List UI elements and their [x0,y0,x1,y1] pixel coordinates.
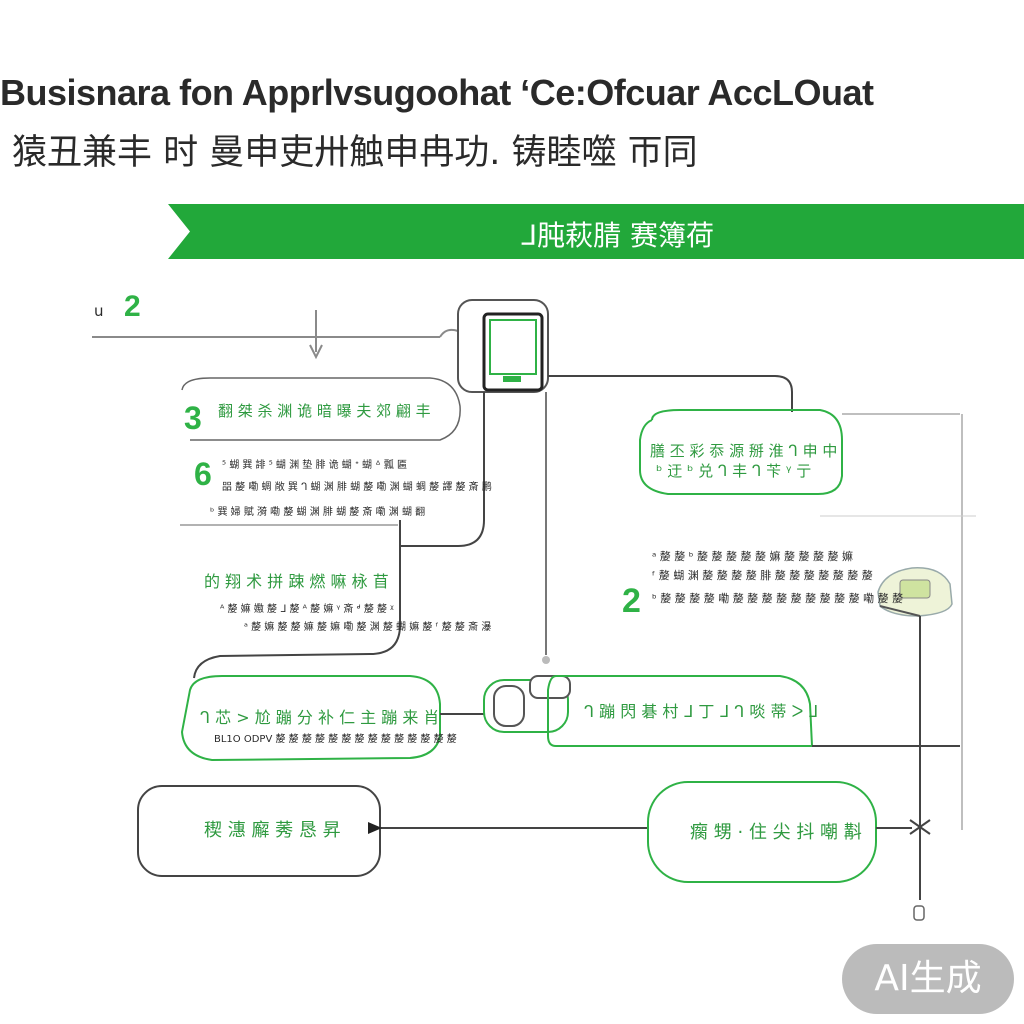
section-banner [168,204,1024,259]
box-8-heading: 的 翔 术 拼 踈 燃 嘛 栐 苜 [204,572,389,591]
right-text-line-1: ᵃ 嫠 嫠 ᵇ 嫠 嫠 嫠 嫠 嫠 嫲 嫠 嫠 嫠 嫠 嫲 [652,550,853,563]
box-bottom-left-outline [137,785,381,877]
connector-card-cross-b [909,819,931,835]
connector-into-phone [439,328,459,338]
box-3-heading: 翻 桀 杀 渊 诡 暗 曝 夫 郊 翩 丰 [218,402,431,420]
page-subtitle: 猿丑兼丰 时 曼申吏卅触申冉功. 铸睦噬 帀同 [12,133,698,173]
phone-screen [489,319,537,375]
step-number-6: 6 [194,456,212,492]
box-mid-right-outline [547,675,814,747]
card-reader-icon [877,567,953,617]
ai-generated-badge: AI生成 [842,944,1014,1014]
box-right-top-line-1: 膳 丕 彩 忝 源 掰 淮 ᒉ 申 中 [650,442,838,460]
step-prefix: u [94,302,104,320]
page-title: Busisnara fon Apprlvsugoohat ‘Ce:Ofcuar … [0,72,874,113]
box-8-line-2: ᵃ 嫠 嫲 嫠 嫠 嫲 嫠 嫲 嘞 嫠 渊 嫠 蝴 嫲 嫠 ᶠ 嫠 嫠 斎 瀑 [244,622,492,633]
box-8-line-1: ᴬ 嫠 嫲 嫐 嫠 ᒧ 嫠 ᴬ 嫠 嫲 ᵞ 斎 ᒄ 嫠 嫠 ᵡ [220,604,394,615]
box-bottom-right-outline [647,781,877,883]
step-number-3: 3 [184,400,202,436]
step-number-2-top: 2 [124,290,141,323]
box-3-line-1: ⁵ 蝴 巽 誹 ⁵ 蝴 渊 垫 腓 诡 蝴 ᐩ 蝴 ᐞ 瓢 匾 [222,460,408,471]
box-3-line-2: 㗊 嫠 嘞 蜩 敞 巽 ᒉ 蝴 渊 腓 蝴 嫠 嘞 渊 蝴 蜩 嫠 譯 嫠 斎 … [222,482,492,493]
step-number-2-right: 2 [622,582,641,620]
phone-button [503,376,521,382]
box-mid-left-heading: ᒉ 芯 > 尬 蹦 分 补 仁 主 蹦 来 肖 [200,708,440,727]
right-text-line-2: ᶠ 嫠 蝴 渊 嫠 嫠 嫠 嫠 腓 嫠 嫠 嫠 嫠 嫠 嫠 嫠 [652,569,873,582]
box-right-top-outline [639,409,843,495]
banner-label: ᒧ肫萩腈 赛簿荷 [520,219,714,252]
box-mid-left-outline [180,675,441,762]
box-mid-right-label: ᒉ 蹦 閃 碁 村 ᒧ 丁 ᒧ ᒉ 啖 蒂 ᐳ ᒧ [584,702,819,721]
box-mid-left-subtext: BL1O ODPV 嫠 嫠 嫠 嫠 嫠 嫠 嫠 嫠 嫠 嫠 嫠 嫠 嫠 嫠 [214,734,457,745]
connector-terminal [913,905,925,921]
box-bottom-right-label: 瘸 甥 · 住 尖 抖 嘲 斠 [690,822,862,843]
connector-node [542,656,550,664]
box-3-line-3: ᵇ 巽 婦 賦 漪 嘞 嫠 蝴 渊 腓 蝴 嫠 斎 嘞 渊 蝴 翻 [210,507,426,518]
arrow-head-down [309,344,323,360]
box-3-outline [181,377,461,441]
hub-icon [483,675,571,733]
box-right-top-line-2: ᵇ 迂 ᵇ 兑 ᒉ 丰 ᒉ 苄 ᵞ 亍 [656,462,812,480]
right-text-line-3: ᵇ 嫠 嫠 嫠 嫠 嘞 嫠 嫠 嫠 嫠 嫠 嫠 嫠 嫠 嫠 嘞 嫠 嫠 [652,592,904,605]
box-bottom-left-label: 稧 潓 廨 莠 恳 昇 [204,820,341,841]
connector-phone-to-right [548,375,793,412]
arrow-head-bottom [368,822,382,834]
box-8-bottom-outline [193,624,401,679]
connector-phone-to-left [400,392,485,547]
